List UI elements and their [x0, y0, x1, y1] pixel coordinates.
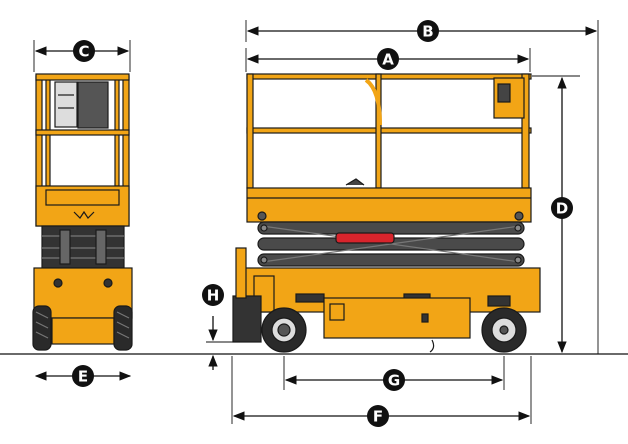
marker-g: G	[383, 369, 405, 391]
marker-f: F	[367, 405, 389, 427]
marker-d: D	[551, 197, 573, 219]
marker-b: B	[417, 20, 439, 42]
marker-h: H	[202, 284, 224, 306]
side-view	[232, 73, 541, 353]
marker-h-label: H	[207, 287, 220, 305]
marker-e-label: E	[78, 368, 88, 386]
front-view	[32, 73, 133, 351]
marker-e: E	[72, 365, 94, 387]
marker-c: C	[73, 40, 95, 62]
marker-a: A	[377, 48, 399, 70]
marker-d-label: D	[556, 200, 568, 218]
marker-c-label: C	[78, 43, 89, 61]
marker-g-label: G	[388, 372, 400, 390]
dimension-markers: B A C D E G F H	[72, 20, 573, 427]
marker-f-label: F	[373, 408, 383, 426]
marker-b-label: B	[422, 23, 433, 41]
marker-a-label: A	[382, 51, 394, 69]
